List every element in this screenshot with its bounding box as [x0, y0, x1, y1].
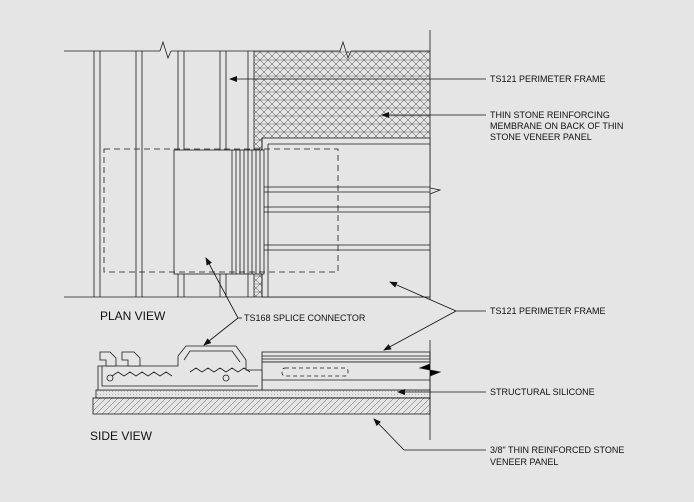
label-membrane-line3: STONE VENEER PANEL: [490, 132, 592, 142]
label-perimeter-frame-mid: TS121 PERIMETER FRAME: [490, 306, 606, 316]
label-side-view: SIDE VIEW: [90, 429, 153, 443]
label-veneer-line2: VENEER PANEL: [490, 457, 558, 467]
label-splice-connector: TS168 SPLICE CONNECTOR: [244, 313, 366, 323]
leader-lines: [203, 76, 486, 451]
plan-view: [64, 30, 442, 300]
label-membrane-line2: MEMBRANE ON BACK OF THIN: [490, 121, 623, 131]
label-veneer-line1: 3/8" THIN REINFORCED STONE: [490, 445, 624, 455]
label-structural-silicone: STRUCTURAL SILICONE: [490, 387, 595, 397]
side-view: [92, 340, 442, 440]
label-plan-view: PLAN VIEW: [100, 309, 166, 323]
label-perimeter-frame-top: TS121 PERIMETER FRAME: [490, 74, 606, 84]
label-membrane-line1: THIN STONE REINFORCING: [490, 110, 610, 120]
